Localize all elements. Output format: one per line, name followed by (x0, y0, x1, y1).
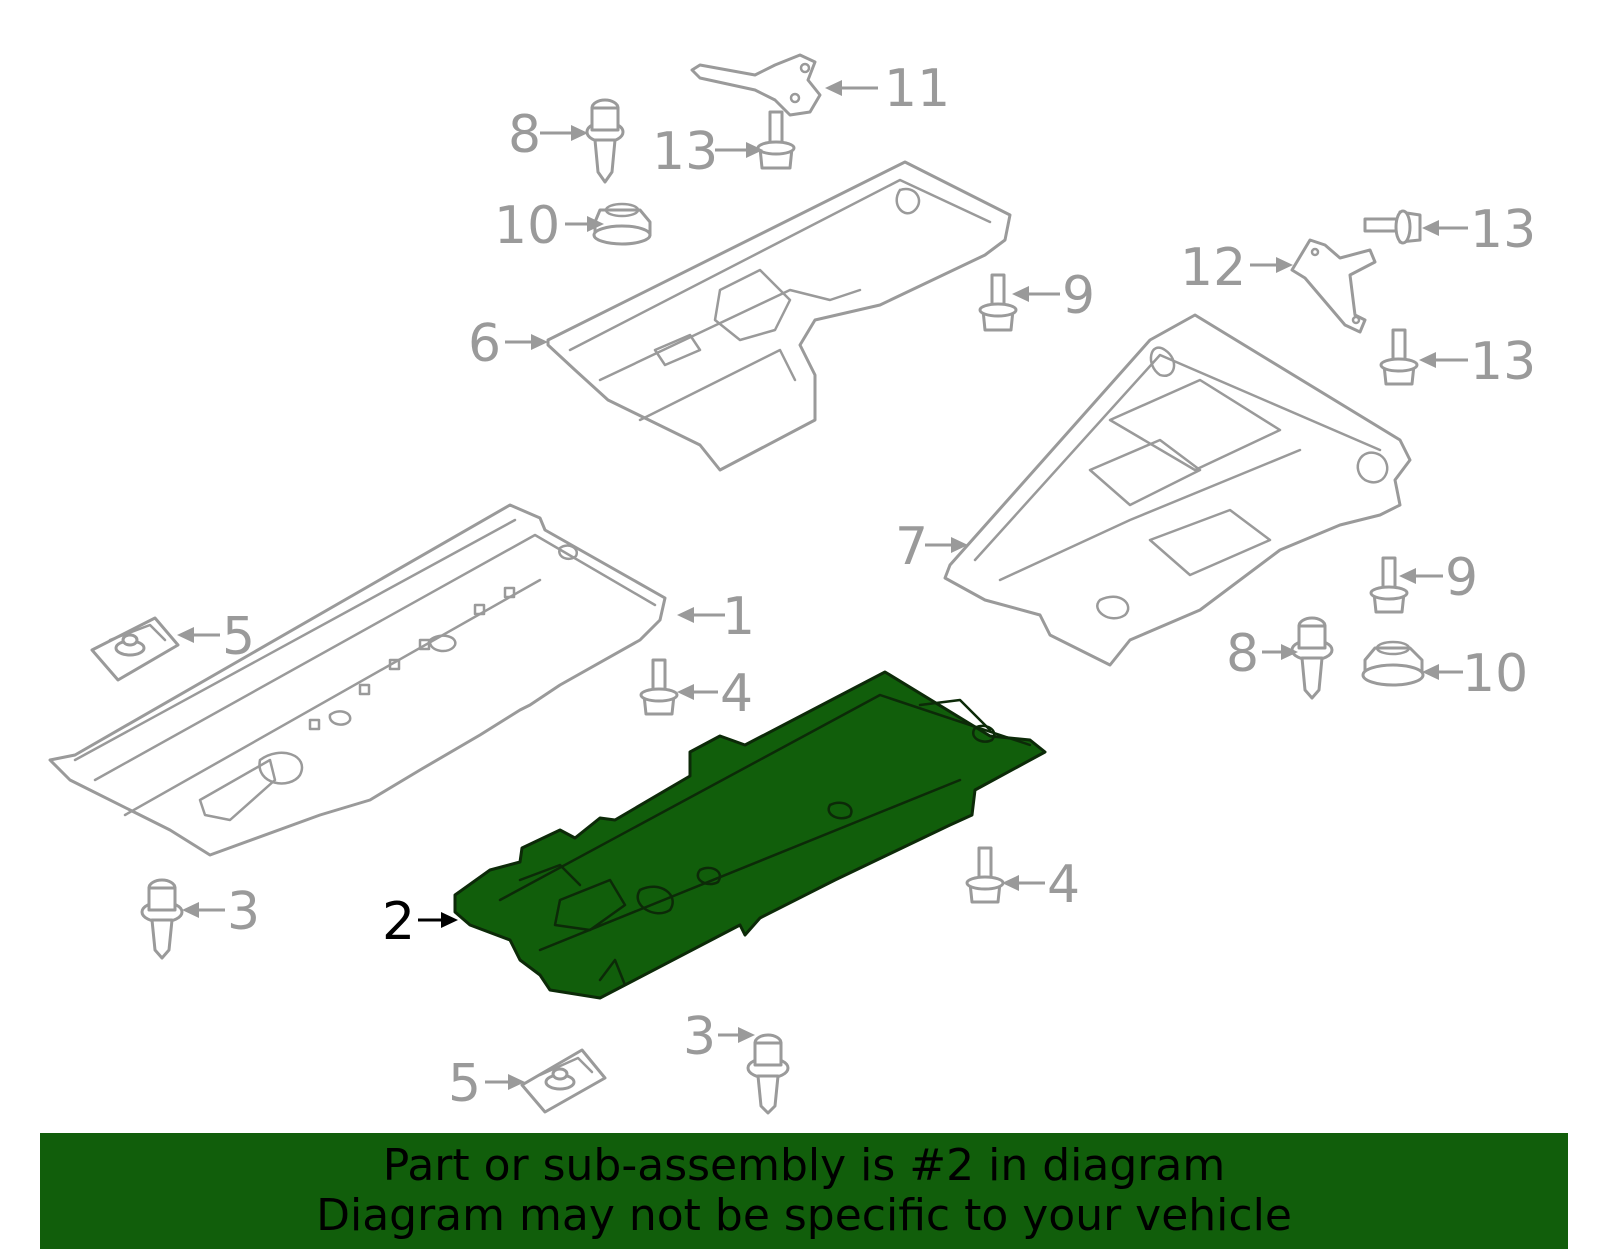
part-2-under-cover-highlighted[interactable] (453, 670, 1047, 1000)
banner-line-part-number: Part or sub-assembly is #2 in diagram (382, 1140, 1226, 1191)
callout-11: 11 (825, 59, 950, 119)
svg-text:3: 3 (683, 1007, 716, 1067)
callout-4-lower-right: 4 (1002, 855, 1080, 915)
part-11-bracket[interactable] (690, 53, 822, 117)
part-5-clip-nut-left[interactable] (90, 616, 180, 682)
svg-text:10: 10 (1462, 644, 1528, 704)
svg-text:4: 4 (1047, 855, 1080, 915)
callout-1: 1 (677, 587, 755, 647)
svg-text:2: 2 (382, 892, 415, 952)
info-banner: Part or sub-assembly is #2 in diagram Di… (40, 1133, 1568, 1249)
callout-3-bottom: 3 (683, 1007, 755, 1067)
svg-text:8: 8 (1226, 624, 1259, 684)
part-4-bolt-center[interactable] (639, 658, 679, 716)
callout-9-upper: 9 (1012, 266, 1095, 326)
svg-text:4: 4 (720, 664, 753, 724)
part-13-bolt-upper[interactable] (756, 110, 796, 170)
svg-text:13: 13 (1470, 200, 1536, 260)
part-5-clip-nut-bottom[interactable] (520, 1048, 607, 1114)
callout-8-right: 8 (1226, 624, 1298, 684)
svg-text:13: 13 (1470, 332, 1536, 392)
callout-6: 6 (468, 314, 548, 374)
part-13-bolt-right-mid[interactable] (1379, 328, 1419, 386)
svg-text:8: 8 (508, 105, 541, 165)
part-6-under-cover-upper[interactable] (546, 160, 1012, 472)
svg-text:3: 3 (227, 882, 260, 942)
part-9-bolt-upper[interactable] (978, 273, 1018, 332)
svg-text:12: 12 (1180, 238, 1246, 298)
part-3-clip-bottom[interactable] (746, 1033, 790, 1115)
part-1-under-cover-left[interactable] (48, 503, 667, 857)
part-3-clip-left[interactable] (140, 878, 184, 960)
part-8-clip-right[interactable] (1290, 616, 1334, 700)
svg-text:6: 6 (468, 314, 501, 374)
part-10-nut-upper[interactable] (592, 202, 652, 246)
callout-13-upper: 13 (652, 122, 763, 182)
svg-text:5: 5 (222, 607, 255, 667)
svg-text:9: 9 (1445, 548, 1478, 608)
callout-10-right: 10 (1422, 644, 1528, 704)
part-9-bolt-right-lower[interactable] (1369, 556, 1409, 614)
svg-text:13: 13 (652, 122, 718, 182)
part-13-bolt-right-top[interactable] (1363, 209, 1422, 245)
callout-13-right-top: 13 (1422, 200, 1536, 260)
callout-7: 7 (895, 517, 968, 577)
svg-text:10: 10 (494, 196, 560, 256)
part-12-bracket[interactable] (1290, 238, 1377, 334)
callout-10-upper: 10 (494, 196, 604, 256)
part-10-nut-right[interactable] (1361, 640, 1425, 687)
banner-line-disclaimer: Diagram may not be specific to your vehi… (316, 1190, 1292, 1241)
part-8-clip-upper[interactable] (585, 98, 625, 184)
callout-9-lower: 9 (1399, 548, 1478, 608)
svg-text:9: 9 (1062, 266, 1095, 326)
callout-5-bottom: 5 (448, 1054, 525, 1114)
svg-text:11: 11 (884, 59, 950, 119)
callout-2-highlighted: 2 (382, 892, 458, 952)
svg-text:5: 5 (448, 1054, 481, 1114)
callout-5-left: 5 (177, 607, 255, 667)
part-4-bolt-lower-right[interactable] (965, 846, 1005, 904)
callout-4-center: 4 (677, 664, 753, 724)
svg-text:7: 7 (895, 517, 928, 577)
callout-8-upper: 8 (508, 105, 588, 165)
svg-text:1: 1 (722, 587, 755, 647)
part-7-under-cover-right[interactable] (943, 313, 1412, 667)
callout-3-left: 3 (182, 882, 260, 942)
callout-13-right-mid: 13 (1419, 332, 1536, 392)
callout-12: 12 (1180, 238, 1293, 298)
